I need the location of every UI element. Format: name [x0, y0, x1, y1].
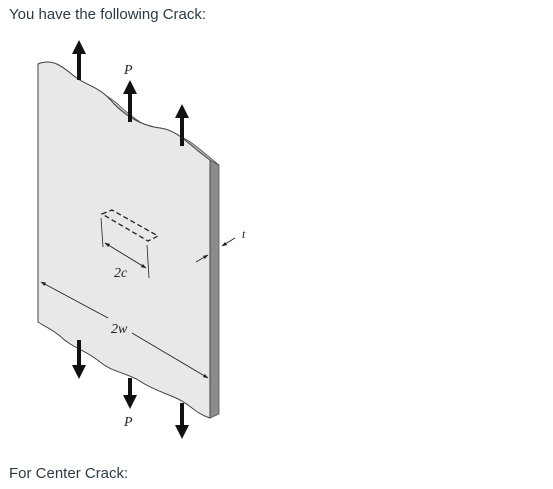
arrow-up-left	[72, 40, 86, 80]
outro-text: For Center Crack:	[9, 465, 129, 482]
arrow-up-center	[123, 80, 137, 122]
plate-width-label: 2w	[111, 322, 128, 337]
thickness-label: t	[242, 227, 246, 241]
plate-width-dimension	[40, 281, 209, 379]
bottom-load-arrows	[72, 340, 189, 439]
top-load-arrows	[72, 40, 189, 146]
intro-text: You have the following Crack:	[9, 6, 207, 23]
arrow-down-left	[72, 340, 86, 379]
arrow-down-right	[175, 403, 189, 439]
plate-side-edge	[209, 159, 220, 419]
bottom-load-label: P	[123, 415, 133, 430]
thickness-dimension	[195, 237, 236, 263]
center-crack	[100, 209, 160, 242]
arrow-down-center	[123, 378, 137, 409]
crack-length-label: 2c	[114, 266, 128, 281]
top-load-label: P	[123, 63, 133, 78]
arrow-up-right	[175, 104, 189, 146]
plate-face	[37, 61, 211, 419]
crack-length-dimension	[100, 217, 150, 279]
